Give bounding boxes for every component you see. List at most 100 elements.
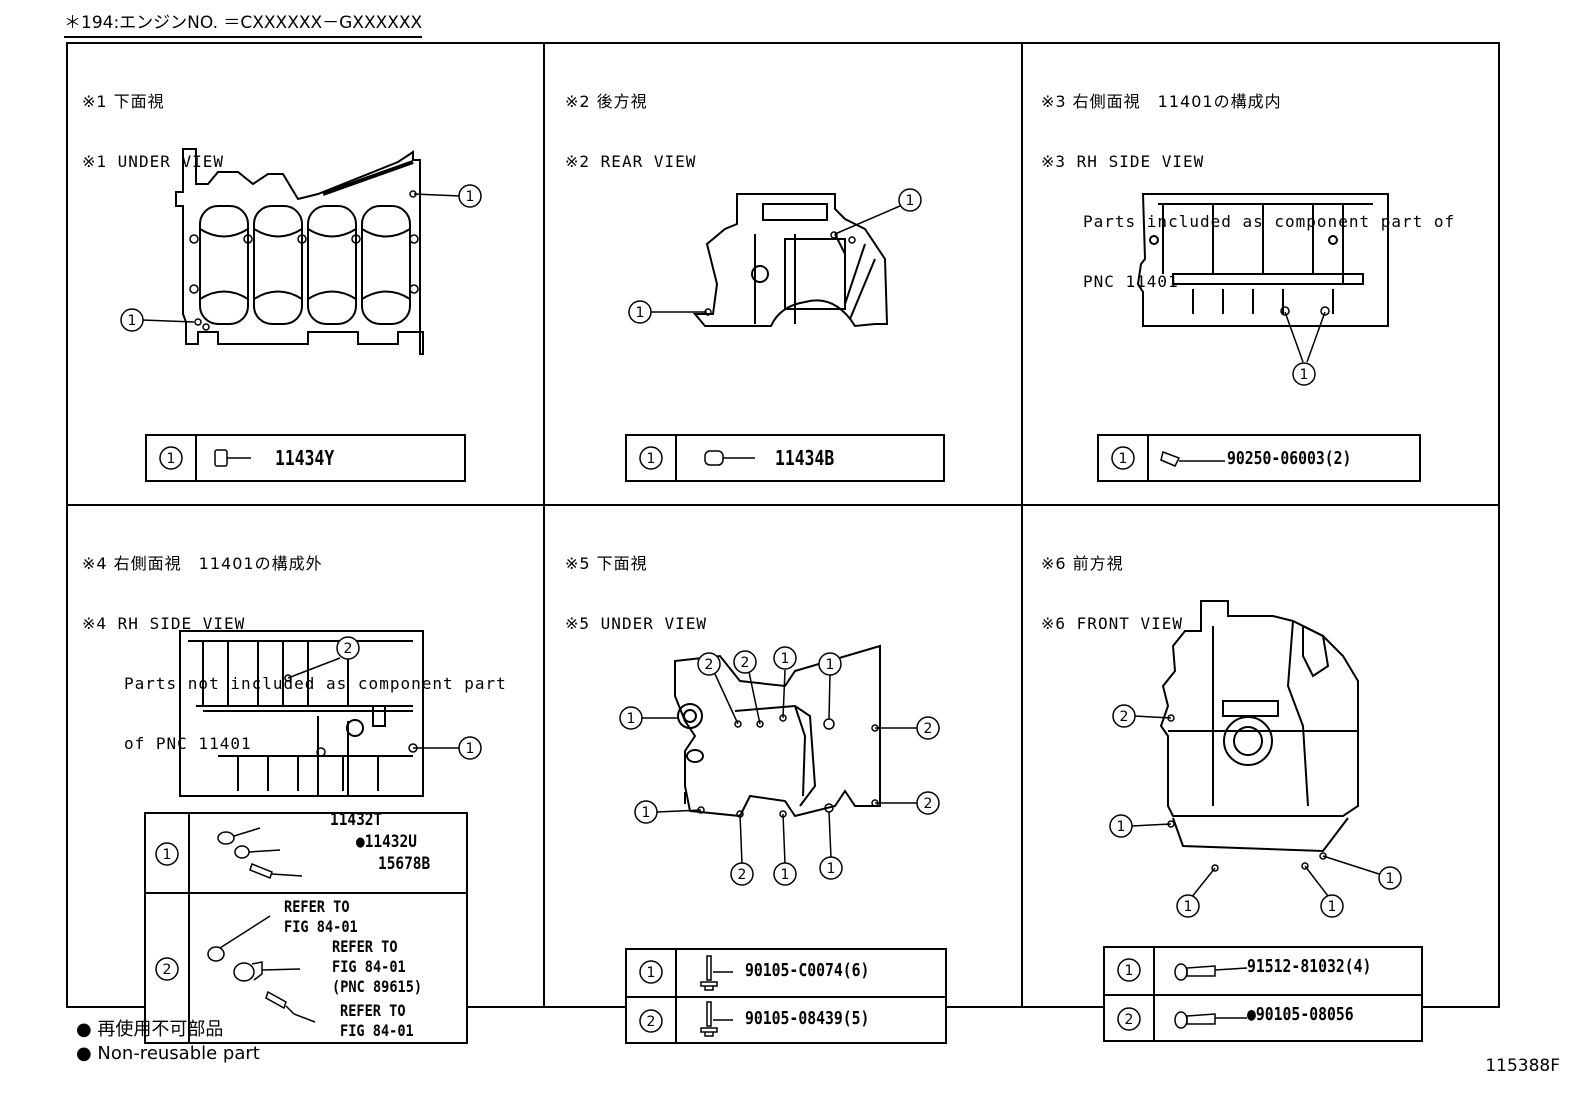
svg-text:1: 1: [781, 651, 790, 667]
legend-en: ● Non-reusable part: [76, 1043, 260, 1064]
legend: ● 再使用不可部品 ● Non-reusable part: [76, 1018, 260, 1066]
legend-jp: ● 再使用不可部品: [76, 1019, 224, 1040]
svg-text:1: 1: [1184, 899, 1193, 915]
part-number: 90105-08439(5): [745, 1008, 870, 1029]
caption-jp: ※6 前方視: [1041, 554, 1124, 573]
callout-1: 1: [1322, 855, 1402, 890]
panel-caption: ※3 右側面視 11401の構成内 ※3 RH SIDE VIEW Parts …: [1041, 52, 1455, 332]
caption-en: ※1 UNDER VIEW: [82, 152, 224, 171]
key-circle-2: 2: [639, 1009, 663, 1033]
callout-1: 1: [773, 646, 797, 719]
svg-text:1: 1: [636, 305, 645, 321]
part-number: 91512-81032(4): [1247, 956, 1372, 977]
callout-1: 1: [1304, 865, 1344, 918]
callout-2: 2: [1112, 704, 1172, 728]
caption-en: ※2 REAR VIEW: [565, 152, 697, 171]
callout-1: 1: [819, 811, 843, 880]
caption-jp: ※5 下面視: [565, 554, 648, 573]
svg-text:1: 1: [466, 189, 475, 205]
svg-text:1: 1: [906, 193, 915, 209]
block-under-view-drawing: 2 2 1 1 1 2 2 1 2 1 1: [619, 644, 940, 886]
callout-2: 2: [697, 652, 739, 725]
refer-note: (PNC 89615): [332, 977, 423, 996]
callout-1: 1: [773, 813, 797, 886]
diagram-grid: ※1 下面視 ※1 UNDER VIEW 1: [66, 42, 1500, 1044]
callout-1: 1: [619, 706, 678, 730]
svg-text:2: 2: [344, 641, 353, 657]
part-number: 15678B: [378, 854, 431, 874]
figure-code: 115388F: [1485, 1056, 1560, 1076]
svg-text:2: 2: [163, 962, 172, 978]
key-circle-2: 2: [1117, 1007, 1141, 1031]
svg-text:1: 1: [1328, 899, 1337, 915]
parts-table: 1 90250-06003(2): [1097, 434, 1421, 482]
block-front-view-drawing: 2 1 1 1 1: [1109, 600, 1402, 918]
svg-text:1: 1: [1300, 367, 1309, 383]
column-divider: [543, 44, 545, 1006]
block-under-view-drawing: 1 1: [120, 148, 482, 355]
part-number: 90105-C0074(6): [745, 960, 870, 981]
block-rear-view-drawing: 1 1: [628, 188, 922, 328]
svg-text:1: 1: [642, 805, 651, 821]
key-circle-2: 2: [155, 957, 179, 981]
part-number: ●90105-08056: [1247, 1004, 1354, 1025]
callout-1-bottom: 1: [1284, 311, 1326, 386]
caption-en: ※5 UNDER VIEW: [565, 614, 707, 633]
svg-text:1: 1: [1125, 963, 1134, 979]
refer-note: FIG 84-01: [332, 957, 406, 976]
callout-2-top: 2: [287, 636, 360, 679]
svg-text:2: 2: [738, 867, 747, 883]
panel-rh-side-view-4: ※4 右側面視 11401の構成外 ※4 RH SIDE VIEW Parts …: [68, 506, 543, 1044]
block-rh-side-drawing: 1: [1136, 193, 1389, 386]
svg-text:2: 2: [741, 655, 750, 671]
svg-text:2: 2: [705, 657, 714, 673]
parts-table: 1 2 91512-81032(4) ●90105-08056: [1103, 946, 1423, 1042]
svg-text:1: 1: [627, 711, 636, 727]
callout-1: 1: [818, 652, 842, 720]
panel-caption: ※2 後方視 ※2 REAR VIEW: [565, 52, 696, 212]
engine-number-note: ＊194:エンジンNO. ＝CXXXXXX－GXXXXXX: [64, 8, 423, 38]
plug-icon: [704, 450, 755, 466]
svg-text:1: 1: [167, 451, 176, 467]
key-cell: 1: [147, 436, 197, 480]
key-circle-1: 1: [159, 446, 183, 470]
callout-1: 1: [634, 800, 702, 824]
refer-note: REFER TO: [340, 1001, 406, 1020]
svg-text:2: 2: [1120, 709, 1129, 725]
key-cell: [146, 814, 190, 1042]
panel-rear-view-2: ※2 後方視 ※2 REAR VIEW 1 1: [545, 44, 1021, 504]
part-number: 11432T: [330, 810, 383, 830]
caption-jp: ※1 下面視: [82, 92, 165, 111]
svg-text:1: 1: [827, 861, 836, 877]
svg-text:2: 2: [1125, 1012, 1134, 1028]
panel-front-view-6: ※6 前方視 ※6 FRONT VIEW 2 1 1 1: [1023, 506, 1500, 1042]
caption-extra-1: Parts not included as component part: [124, 674, 507, 693]
caption-jp: ※2 後方視: [565, 92, 648, 111]
refer-note: FIG 84-01: [284, 917, 358, 936]
callout-1-left: 1: [120, 308, 195, 332]
svg-text:1: 1: [781, 867, 790, 883]
row-divider: [68, 504, 1498, 506]
svg-text:1: 1: [1119, 451, 1128, 467]
parts-table: 1 11434B: [625, 434, 945, 482]
part-number: ●11432U: [356, 832, 417, 852]
parts-table: 1 11434Y: [145, 434, 466, 482]
parts-illustration: [207, 827, 316, 1023]
key-circle-1: 1: [155, 842, 179, 866]
refer-note: REFER TO: [284, 897, 350, 916]
callout-1: 1: [1176, 867, 1216, 918]
row-divider: [1105, 994, 1421, 996]
svg-text:2: 2: [924, 721, 933, 737]
svg-text:1: 1: [1386, 871, 1395, 887]
caption-en: ※3 RH SIDE VIEW: [1041, 152, 1205, 171]
callout-2: 2: [875, 716, 940, 740]
pin-icon: [1160, 451, 1225, 467]
parts-table: 1 2 90105-C0074(6) 90105-08439(5): [625, 948, 947, 1044]
svg-text:1: 1: [647, 451, 656, 467]
key-circle-1: 1: [639, 446, 663, 470]
key-cell: 1: [627, 436, 677, 480]
row-divider: [627, 996, 945, 998]
callout-2: 2: [733, 650, 761, 725]
callout-1-left: 1: [628, 300, 707, 324]
caption-extra-1: Parts included as component part of: [1083, 212, 1456, 231]
